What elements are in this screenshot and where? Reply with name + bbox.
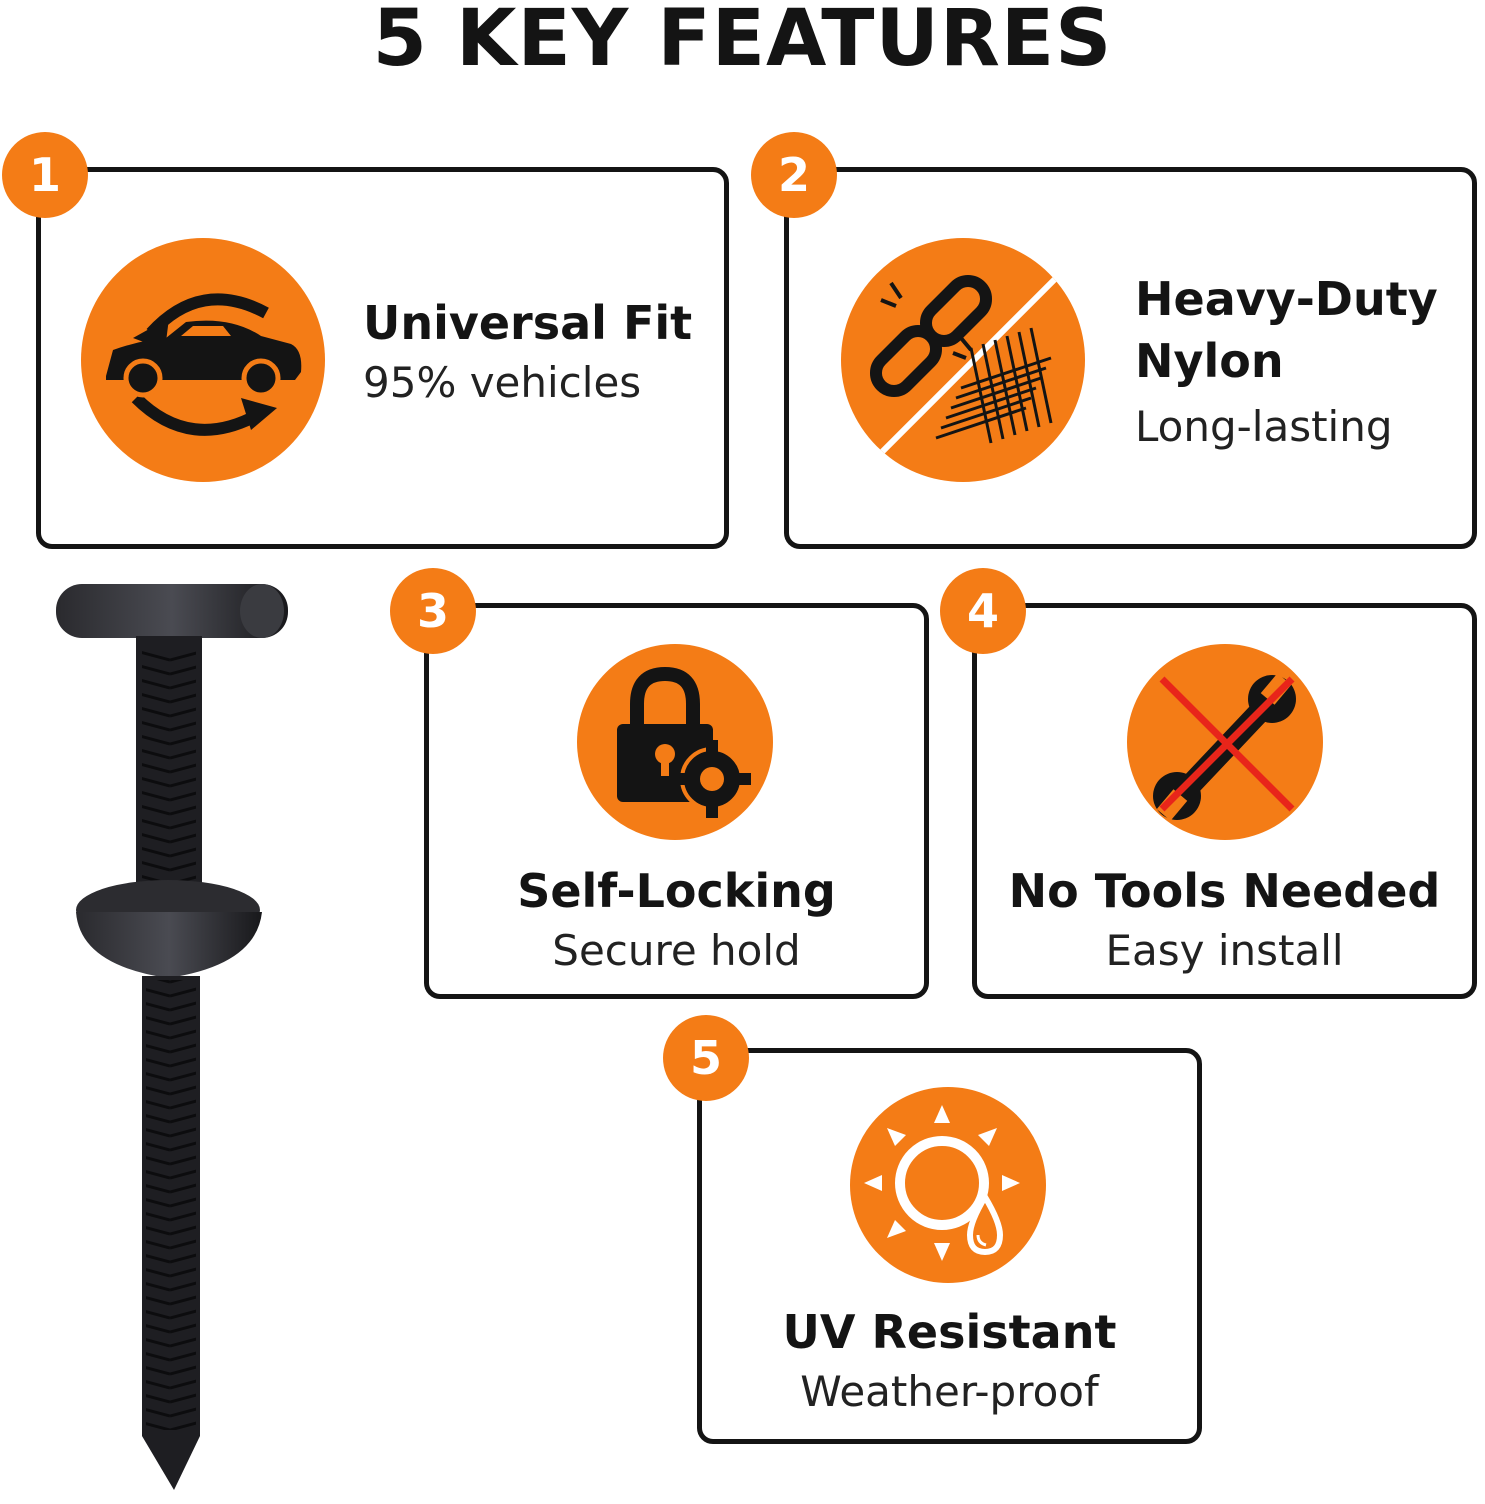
broken-chain-mesh-icon	[841, 238, 1085, 482]
feature-subtitle: Long-lasting	[1135, 402, 1393, 451]
feature-title: Self-Locking	[517, 864, 836, 918]
feature-subtitle: Easy install	[1105, 926, 1344, 975]
car-arrows-icon	[81, 238, 325, 482]
feature-card-universal-fit: Universal Fit 95% vehicles	[36, 167, 729, 549]
feature-text-1: Universal Fit 95% vehicles	[363, 292, 692, 412]
feature-text-2: Heavy-Duty Nylon Long-lasting	[1135, 268, 1438, 456]
feature-title-line1: Heavy-Duty	[1135, 272, 1438, 326]
feature-subtitle: 95% vehicles	[363, 358, 642, 407]
page-title: 5 KEY FEATURES	[372, 0, 1113, 84]
feature-subtitle: Weather-proof	[800, 1367, 1099, 1416]
lock-gear-icon	[577, 644, 773, 840]
feature-card-heavy-duty-nylon: Heavy-Duty Nylon Long-lasting	[784, 167, 1477, 549]
feature-text-4: No Tools Needed Easy install	[977, 860, 1472, 980]
feature-number-badge: 5	[663, 1015, 749, 1101]
feature-number-badge: 4	[940, 568, 1026, 654]
feature-text-5: UV Resistant Weather-proof	[702, 1301, 1197, 1421]
feature-number-badge: 2	[751, 132, 837, 218]
feature-card-no-tools: No Tools Needed Easy install	[972, 603, 1477, 999]
feature-text-3: Self-Locking Secure hold	[429, 860, 924, 980]
no-wrench-icon	[1127, 644, 1323, 840]
feature-title: Universal Fit	[363, 296, 693, 350]
feature-number-badge: 1	[2, 132, 88, 218]
feature-card-uv-resistant: UV Resistant Weather-proof	[697, 1048, 1202, 1444]
feature-title: UV Resistant	[782, 1305, 1117, 1359]
sun-droplet-icon	[850, 1087, 1046, 1283]
push-pin-fastener-image	[50, 580, 300, 1500]
feature-subtitle: Secure hold	[552, 926, 801, 975]
feature-title-line2: Nylon	[1135, 334, 1284, 388]
feature-title: No Tools Needed	[1008, 864, 1441, 918]
feature-card-self-locking: Self-Locking Secure hold	[424, 603, 929, 999]
feature-number-badge: 3	[390, 568, 476, 654]
